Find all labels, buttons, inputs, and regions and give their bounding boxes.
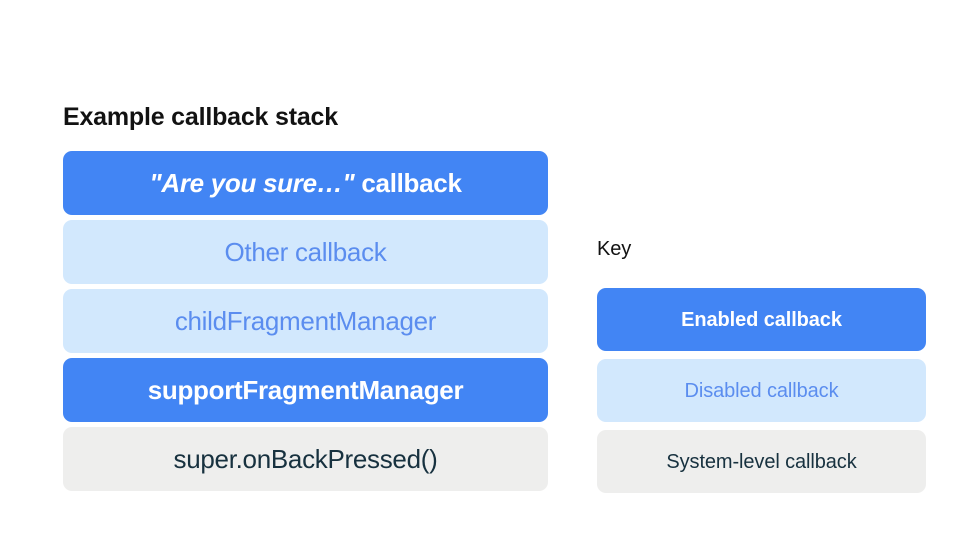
stack-item-super-on-back-pressed: super.onBackPressed() <box>63 427 548 491</box>
stack-item-label-emphasis: "Are you sure…" <box>149 168 355 198</box>
stack-item-label: childFragmentManager <box>174 306 437 336</box>
key-item-label: Enabled callback <box>681 308 842 331</box>
key-title: Key <box>597 238 632 260</box>
stack-item-label: Other callback <box>224 237 387 267</box>
stack-item-label-plain: callback <box>354 168 462 198</box>
stack-item-support-fragment-manager: supportFragmentManager <box>63 358 548 422</box>
callback-stack-section: Example callback stack "Are you sure…" c… <box>63 100 548 491</box>
stack-item-label: supportFragmentManager <box>147 375 464 405</box>
key-item-label: System-level callback <box>666 450 857 473</box>
stack-item-label: "Are you sure…" callback <box>149 168 462 198</box>
stack-item-are-you-sure: "Are you sure…" callback <box>63 151 548 215</box>
page-title: Example callback stack <box>63 103 338 131</box>
key-item-system-level-callback: System-level callback <box>597 430 926 493</box>
key-item-disabled-callback: Disabled callback <box>597 359 926 422</box>
key-item-enabled-callback: Enabled callback <box>597 288 926 351</box>
stack-item-other-callback: Other callback <box>63 220 548 284</box>
stack-item-child-fragment-manager: childFragmentManager <box>63 289 548 353</box>
stack-item-label: super.onBackPressed() <box>173 444 438 474</box>
key-section: Key Enabled callback Disabled callback S… <box>597 236 926 493</box>
key-item-label: Disabled callback <box>684 379 839 402</box>
